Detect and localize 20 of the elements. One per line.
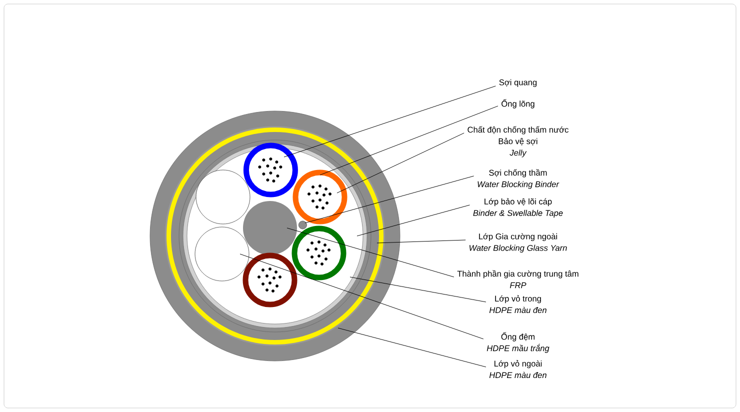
leader-line xyxy=(336,132,464,194)
label-text: Thành phần gia cường trung tâm FRP xyxy=(457,270,578,288)
label-text: Lớp Gia cường ngoài Water Blocking Glass Yarn xyxy=(470,233,567,253)
label-text: Lớp vỏ trong HDPE màu đen xyxy=(489,295,546,314)
leader-line xyxy=(286,228,454,278)
leader-line xyxy=(350,276,486,302)
leader-line xyxy=(284,86,496,158)
label-text: Lớp bảo vệ lõi cáp Binder & Swellable Tape xyxy=(473,198,563,218)
label-text: Ống lõng xyxy=(502,99,534,108)
label-text: Chất độn chống thấm nước Bảo vệ sợi Jelly xyxy=(468,126,568,158)
label-text: Sợi quang xyxy=(499,79,537,87)
leader-line xyxy=(240,254,484,340)
leader-line xyxy=(376,240,466,244)
label-text: Lớp vỏ ngoài HDPE màu đen xyxy=(489,360,546,378)
leader-line xyxy=(338,328,486,368)
leader-line xyxy=(320,106,498,176)
leader-line xyxy=(356,204,470,236)
leader-line xyxy=(304,176,474,224)
label-text: Sợi chống thầm Water Blocking Binder xyxy=(478,169,560,189)
label-text: Ống đệm HDPE mầu trắng xyxy=(486,332,550,353)
